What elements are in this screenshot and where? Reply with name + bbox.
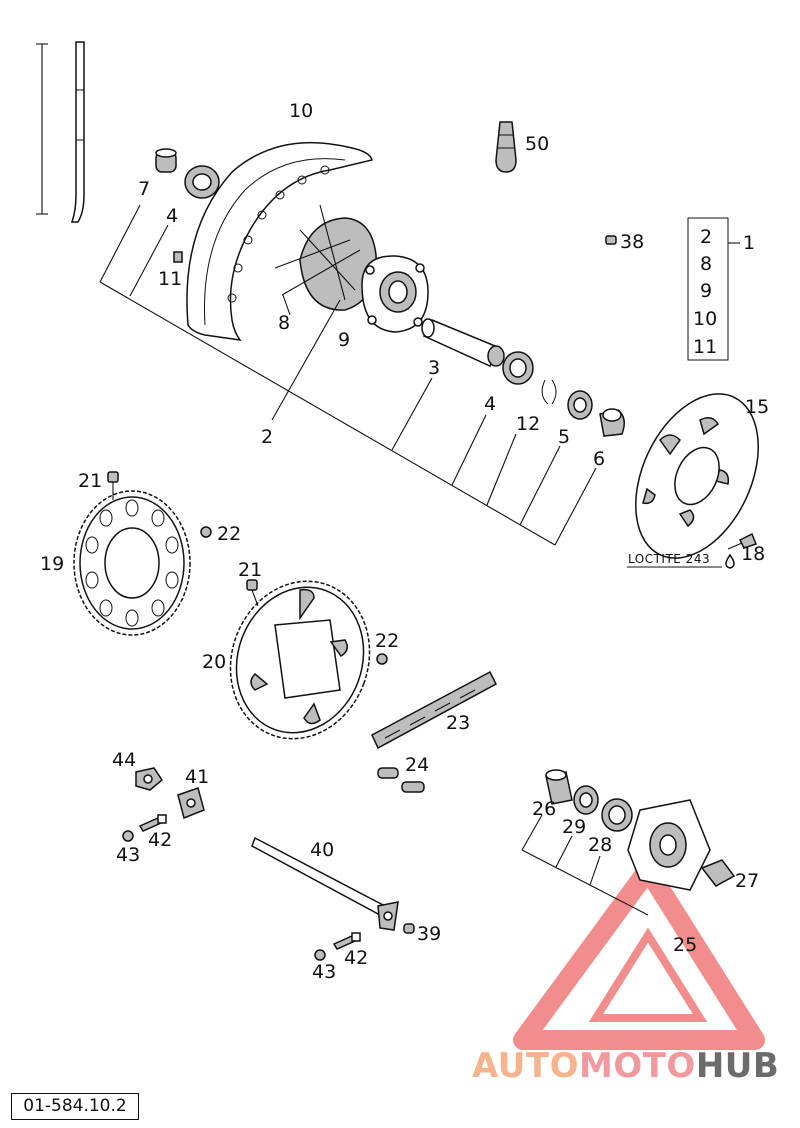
bolt-part-42	[138, 814, 167, 832]
callout-1: 1	[743, 232, 755, 254]
callout-10: 10	[289, 100, 313, 122]
callout-kit-11: 11	[693, 336, 717, 358]
watermark-brand-text: AUTOMOTOHUB	[472, 1046, 794, 1086]
callout-11: 11	[158, 268, 182, 290]
callout-4: 4	[166, 205, 178, 227]
bolt-part-11	[173, 251, 183, 263]
nut-part-44	[135, 767, 163, 791]
callout-42: 42	[148, 829, 172, 851]
leader-lines-carrier-group	[521, 814, 649, 916]
bearing-part-4	[184, 165, 220, 199]
seal-part-29	[573, 785, 599, 815]
chain-adjuster-part-41	[177, 787, 205, 820]
nut-part-43	[122, 830, 134, 842]
loctite-droplet-icon	[725, 553, 735, 569]
sprocket-part-19	[73, 490, 191, 636]
bolt-part-21b	[246, 579, 259, 607]
callout-12: 12	[516, 413, 540, 435]
callout-20: 20	[202, 651, 226, 673]
hub-part-9	[274, 204, 429, 333]
callout-19: 19	[40, 553, 64, 575]
callout-44: 44	[112, 749, 136, 771]
callout-kit-8: 8	[700, 253, 712, 275]
callout-kit-9: 9	[700, 280, 712, 302]
drawing-code-label: 01-584.10.2	[11, 1093, 139, 1120]
master-link-part-24	[377, 767, 425, 793]
callout-22b: 22	[375, 630, 399, 652]
nut-part-22	[200, 526, 212, 538]
sprocket-part-20	[229, 580, 371, 740]
nut-part-43b	[314, 949, 326, 961]
callout-18: 18	[741, 543, 765, 565]
callout-23: 23	[446, 712, 470, 734]
callout-4b: 4	[484, 393, 496, 415]
callout-29: 29	[562, 816, 586, 838]
callout-43b: 43	[312, 961, 336, 983]
callout-8: 8	[278, 312, 290, 334]
damper-part-27	[700, 859, 736, 887]
callout-21b: 21	[238, 559, 262, 581]
bearing-part-28	[601, 798, 633, 832]
callout-15: 15	[745, 396, 769, 418]
callout-9: 9	[338, 329, 350, 351]
callout-25: 25	[673, 934, 697, 956]
rim-part-10	[186, 141, 373, 341]
callout-7: 7	[138, 178, 150, 200]
callout-22: 22	[217, 523, 241, 545]
callout-38: 38	[620, 231, 644, 253]
nut-part-22b	[376, 653, 388, 665]
bolt-part-42b	[332, 932, 361, 950]
spacer-part-26	[545, 769, 573, 805]
seal-part-5	[567, 390, 593, 420]
callout-kit-10: 10	[693, 308, 717, 330]
bolt-part-21	[107, 471, 119, 500]
spacer-part-7	[155, 148, 177, 173]
brand-part-hub: HUB	[695, 1046, 780, 1086]
leader-lines-hub-group	[99, 204, 597, 546]
sprocket-carrier-part-25	[627, 799, 711, 891]
chain-part-23	[371, 670, 497, 750]
callout-43: 43	[116, 844, 140, 866]
callout-5: 5	[558, 426, 570, 448]
callout-26: 26	[532, 798, 556, 820]
callout-24: 24	[405, 754, 429, 776]
brake-disc-part-15	[635, 393, 759, 559]
callout-40: 40	[310, 839, 334, 861]
callout-kit-2: 2	[700, 226, 712, 248]
screw-part-18	[727, 532, 757, 550]
callout-39: 39	[417, 923, 441, 945]
callout-21: 21	[78, 470, 102, 492]
watermark-logo	[513, 860, 765, 1050]
callout-3: 3	[428, 357, 440, 379]
callout-27: 27	[735, 870, 759, 892]
circlip-part-12	[541, 379, 557, 405]
loctite-note: LOCTITE 243	[628, 552, 710, 566]
callout-42b: 42	[344, 947, 368, 969]
callout-2: 2	[261, 426, 273, 448]
spacer-part-6	[599, 408, 625, 437]
brand-part-moto: MOTO	[578, 1046, 696, 1086]
kit-bracket-part-1	[687, 217, 740, 361]
callout-50: 50	[525, 133, 549, 155]
callout-41: 41	[185, 766, 209, 788]
nipple-part-38	[605, 235, 617, 245]
tube-part-50	[495, 121, 517, 173]
brand-part-auto: AUTO	[472, 1046, 579, 1086]
spoke-length-drawing	[36, 41, 85, 223]
bearing-part-4b	[502, 351, 534, 385]
cap-part-39	[403, 923, 415, 934]
callout-28: 28	[588, 834, 612, 856]
spacer-tube-part-3	[421, 318, 505, 367]
callout-6: 6	[593, 448, 605, 470]
callout-labels: 10 50 7 4 38 11 8 9 2 3 4 12 5 6 15 2 8 …	[40, 100, 769, 983]
axle-part-40	[251, 836, 399, 931]
